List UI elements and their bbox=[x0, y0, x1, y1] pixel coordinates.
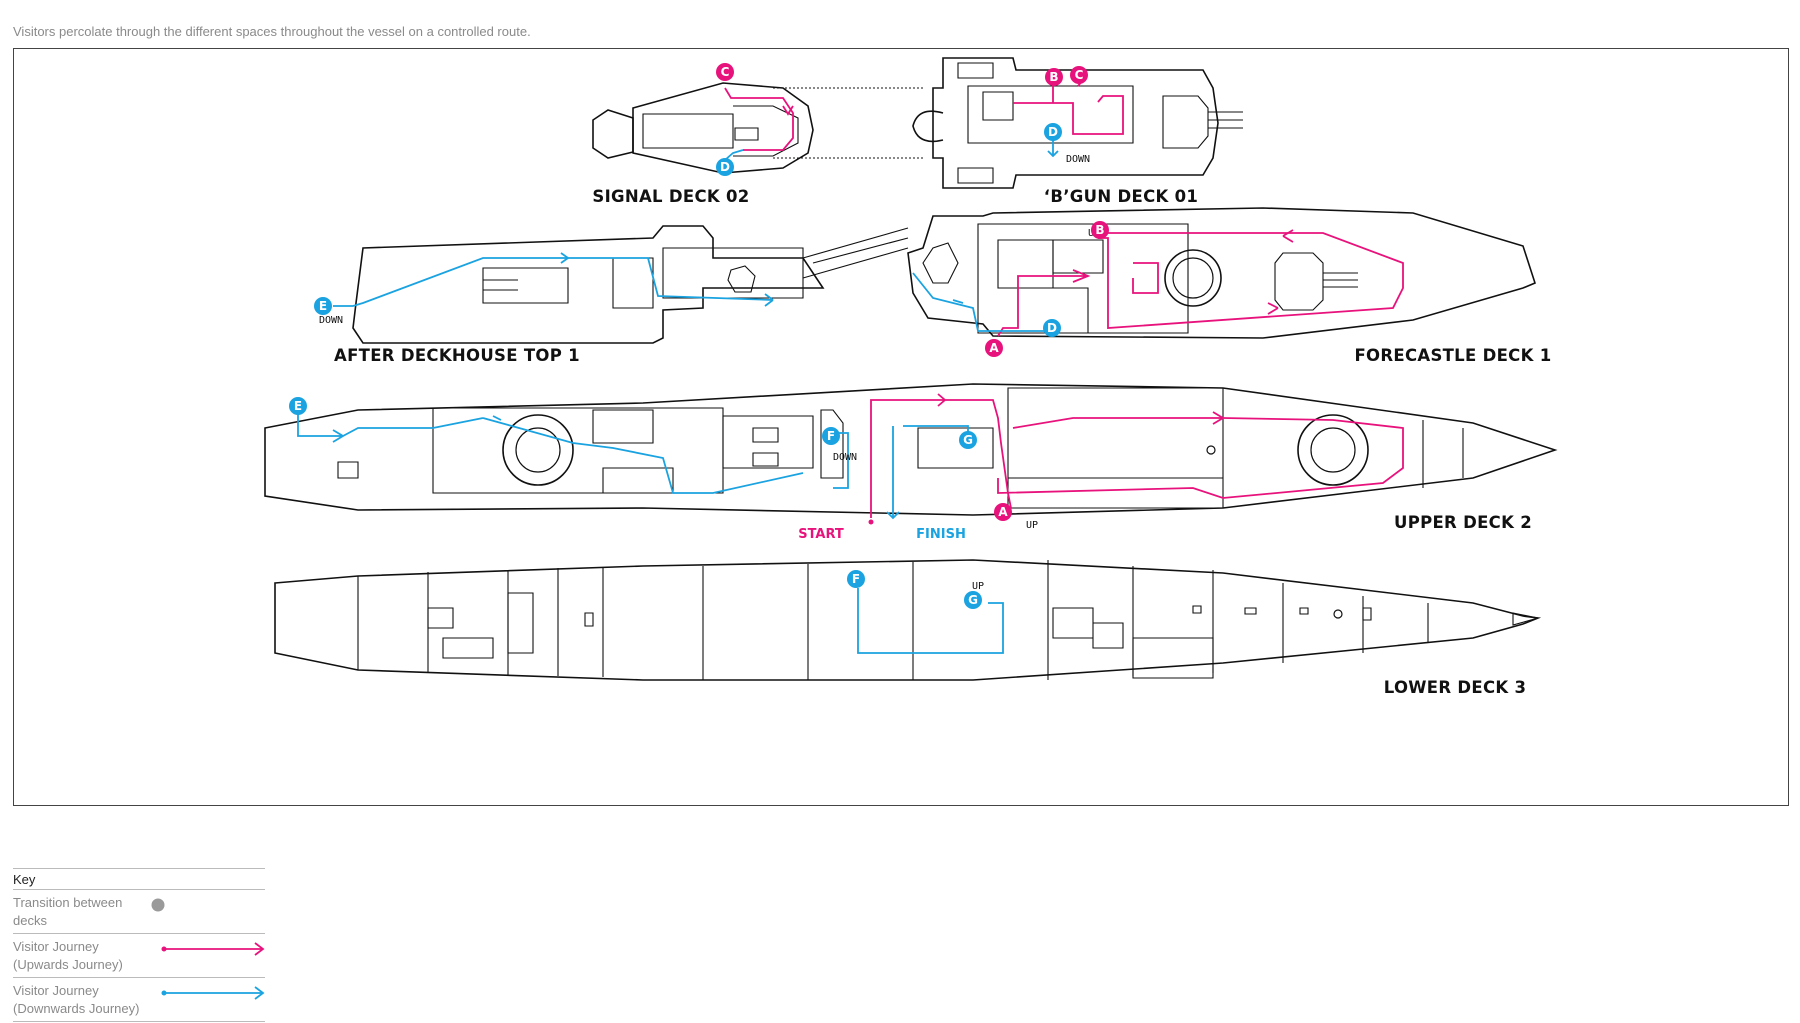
bgun-deck-label: ‘B’GUN DECK 01 bbox=[1044, 187, 1198, 206]
svg-text:G: G bbox=[963, 433, 973, 447]
signal-deck-plan: SIGNAL DECK 02 bbox=[592, 82, 923, 206]
route-markers: C D B C D E B A D E F G A F G bbox=[289, 63, 1109, 609]
marker-f-upper: F bbox=[822, 427, 840, 445]
svg-text:E: E bbox=[294, 399, 302, 413]
caption: Visitors percolate through the different… bbox=[13, 24, 531, 39]
legend-title: Key bbox=[13, 868, 265, 890]
marker-f-lower: F bbox=[847, 570, 865, 588]
marker-e-upper: E bbox=[289, 397, 307, 415]
signal-deck-label: SIGNAL DECK 02 bbox=[592, 187, 749, 206]
marker-d-bgun: D bbox=[1044, 123, 1062, 141]
legend: Key Transition between decks Visitor Jou… bbox=[13, 868, 265, 1022]
after-deck-label: AFTER DECKHOUSE TOP 1 bbox=[334, 346, 580, 365]
marker-g-upper: G bbox=[959, 431, 977, 449]
svg-text:F: F bbox=[827, 429, 835, 443]
bgun-down-label: DOWN bbox=[1066, 154, 1090, 165]
svg-text:D: D bbox=[1048, 125, 1058, 139]
svg-text:B: B bbox=[1095, 223, 1104, 237]
marker-g-lower: G bbox=[964, 591, 982, 609]
upper-down-label: DOWN bbox=[833, 452, 857, 463]
svg-text:D: D bbox=[720, 160, 730, 174]
deck-plan-diagram: SIGNAL DECK 02 DOWN ‘B’GUN DECK 01 DOWN … bbox=[13, 48, 1789, 806]
svg-text:D: D bbox=[1047, 321, 1057, 335]
svg-text:F: F bbox=[852, 572, 860, 586]
upper-up-label: UP bbox=[1026, 520, 1038, 531]
forecastle-deck-plan: UP FORECASTLE DECK 1 bbox=[907, 207, 1551, 365]
marker-c-signal: C bbox=[716, 63, 734, 81]
marker-e-after: E bbox=[314, 297, 332, 315]
marker-d-forecastle: D bbox=[1043, 319, 1061, 337]
legend-row-transition: Transition between decks bbox=[13, 890, 265, 934]
forecastle-deck-label: FORECASTLE DECK 1 bbox=[1354, 346, 1551, 365]
marker-a-forecastle: A bbox=[985, 339, 1003, 357]
legend-transition-label: Transition between decks bbox=[13, 895, 123, 928]
after-deckhouse-plan: DOWN AFTER DECKHOUSE TOP 1 bbox=[319, 225, 825, 365]
marker-b-forecastle: B bbox=[1091, 221, 1109, 239]
upwards-arrow-icon bbox=[161, 942, 265, 956]
after-down-label: DOWN bbox=[319, 315, 343, 326]
svg-text:G: G bbox=[968, 593, 978, 607]
start-label: START bbox=[798, 527, 844, 542]
marker-a-upper: A bbox=[994, 503, 1012, 521]
legend-row-downwards: Visitor Journey (Downwards Journey) bbox=[13, 978, 265, 1022]
legend-upwards-label: Visitor Journey (Upwards Journey) bbox=[13, 939, 123, 972]
marker-b-bgun: B bbox=[1045, 68, 1063, 86]
upper-deck-plan: DOWN UP START FINISH UPPER DECK 2 bbox=[264, 383, 1558, 542]
legend-row-upwards: Visitor Journey (Upwards Journey) bbox=[13, 934, 265, 978]
svg-text:A: A bbox=[989, 341, 999, 355]
svg-text:E: E bbox=[319, 299, 327, 313]
svg-text:A: A bbox=[998, 505, 1008, 519]
legend-downwards-label: Visitor Journey (Downwards Journey) bbox=[13, 983, 140, 1016]
marker-c-bgun: C bbox=[1070, 66, 1088, 84]
finish-label: FINISH bbox=[916, 527, 966, 542]
lower-up-label: UP bbox=[972, 581, 984, 592]
lower-deck-plan: UP LOWER DECK 3 bbox=[274, 559, 1542, 697]
svg-text:C: C bbox=[721, 65, 730, 79]
downwards-arrow-icon bbox=[161, 986, 265, 1000]
marker-d-signal: D bbox=[716, 158, 734, 176]
upper-deck-label: UPPER DECK 2 bbox=[1394, 513, 1532, 532]
svg-text:B: B bbox=[1049, 70, 1058, 84]
transition-dot-icon bbox=[151, 898, 165, 912]
svg-text:C: C bbox=[1075, 68, 1084, 82]
lower-deck-label: LOWER DECK 3 bbox=[1384, 678, 1527, 697]
